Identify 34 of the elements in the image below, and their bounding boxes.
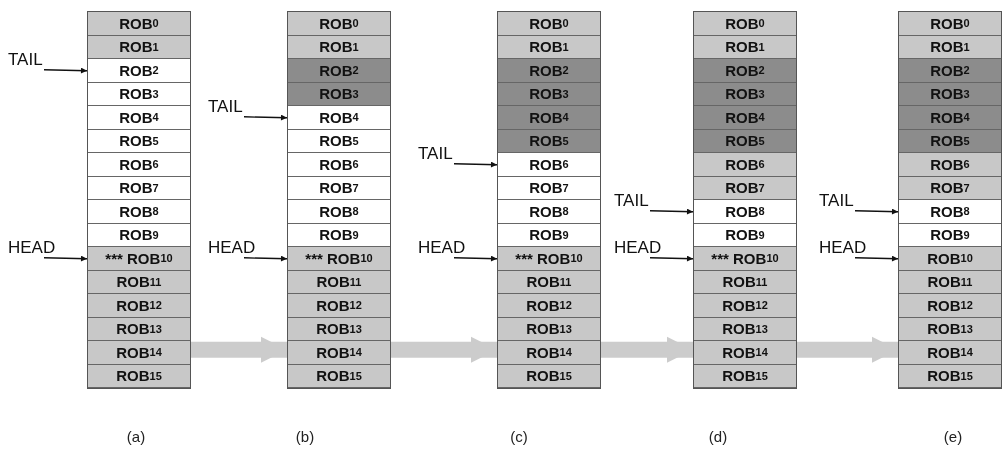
pointer-label: HEAD bbox=[614, 237, 662, 258]
pointer-label: HEAD bbox=[418, 237, 466, 258]
panel-caption: (a) bbox=[126, 428, 146, 445]
pointer-label: TAIL bbox=[819, 190, 854, 211]
buffer-column bbox=[497, 11, 601, 389]
block-arrow bbox=[191, 336, 287, 363]
pointer-arrow bbox=[649, 255, 694, 262]
pointer-arrow bbox=[649, 208, 694, 215]
buffer-column bbox=[693, 11, 797, 389]
buffer-column bbox=[898, 11, 1002, 389]
pointer-label: TAIL bbox=[614, 190, 649, 211]
panel-caption: (e) bbox=[943, 428, 963, 445]
pointer-arrow bbox=[854, 208, 899, 215]
block-arrow bbox=[601, 336, 693, 363]
pointer-arrow bbox=[43, 255, 88, 262]
pointer-label: TAIL bbox=[418, 143, 453, 164]
pointer-arrow bbox=[243, 255, 288, 262]
buffer-column bbox=[287, 11, 391, 389]
pointer-label: TAIL bbox=[208, 96, 243, 117]
buffer-column bbox=[87, 11, 191, 389]
pointer-arrow bbox=[453, 255, 498, 262]
panel-caption: (c) bbox=[510, 428, 528, 445]
pointer-label: TAIL bbox=[8, 49, 43, 70]
pointer-arrow bbox=[453, 161, 498, 168]
pointer-label: HEAD bbox=[819, 237, 867, 258]
pointer-arrow bbox=[43, 67, 88, 74]
pointer-arrow bbox=[243, 114, 288, 121]
pointer-label: HEAD bbox=[8, 237, 56, 258]
block-arrow bbox=[797, 336, 898, 363]
pointer-arrow bbox=[854, 255, 899, 262]
block-arrow bbox=[391, 336, 497, 363]
panel-caption: (d) bbox=[708, 428, 728, 445]
panel-caption: (b) bbox=[295, 428, 315, 445]
pointer-label: HEAD bbox=[208, 237, 256, 258]
